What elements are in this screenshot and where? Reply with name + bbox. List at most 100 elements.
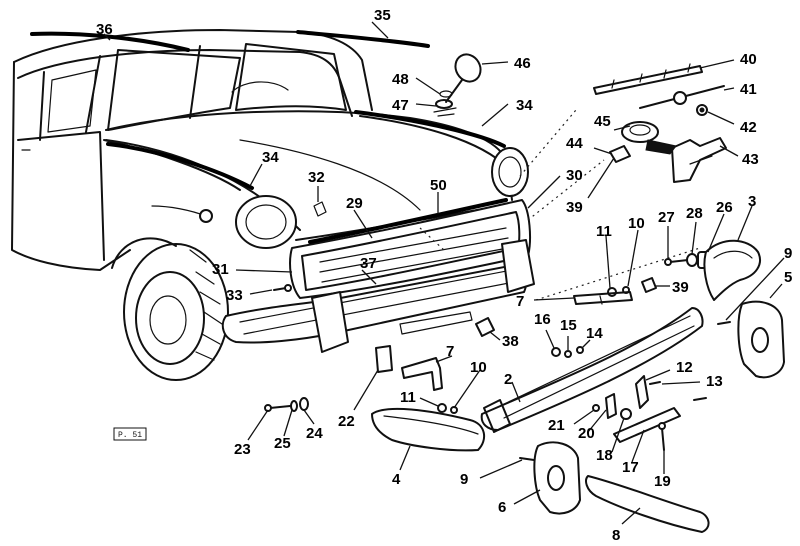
left-headlamp: [235, 195, 297, 249]
callout-3: 3: [748, 193, 756, 210]
callout-7-lower: 7: [446, 343, 454, 360]
tire-tread: [189, 249, 223, 361]
bumper-overrider-right: [501, 239, 535, 293]
callout-7-upper: 7: [516, 293, 524, 310]
leader-33: [249, 289, 273, 295]
callout-40: 40: [740, 51, 757, 68]
bumper-end-part-3: [703, 239, 761, 301]
leader-3: [737, 205, 753, 241]
screw-part-13-a: [649, 381, 661, 385]
grille-bars: [319, 227, 509, 283]
callout-13: 13: [706, 373, 723, 390]
callout-38: 38: [502, 333, 519, 350]
washer-part-14: [576, 346, 584, 354]
bumper-end-part-4: [371, 407, 486, 452]
callout-labels: 35 36 46 48 47 34 34 32 50 29 30 31 37 3…: [96, 7, 792, 544]
callout-12: 12: [676, 359, 693, 376]
callout-22: 22: [338, 413, 355, 430]
bolt-part-27: [669, 259, 689, 263]
callout-21: 21: [548, 417, 565, 434]
washer-part-28: [686, 253, 698, 267]
leader-7-upper: [533, 297, 575, 301]
bracket-41-boss: [673, 91, 687, 105]
screw-33-head: [284, 284, 292, 292]
pad-part-22: [375, 345, 393, 373]
mirror-base-part-47: [435, 99, 453, 109]
callout-11-lower: 11: [400, 389, 416, 406]
callout-14: 14: [586, 325, 603, 342]
callout-33: 33: [226, 287, 243, 304]
steering-wheel: [231, 81, 289, 93]
grille-top-strip-part-29: [308, 198, 508, 244]
screw-part-33: [273, 287, 287, 291]
callout-45: 45: [594, 113, 611, 130]
a-pillar-rear: [39, 71, 45, 141]
bumper-highlight: [239, 269, 515, 335]
front-door: [17, 131, 105, 261]
leader-39-upper: [587, 157, 615, 199]
front-bumper-on-car: [221, 239, 535, 353]
leader-22: [353, 369, 379, 411]
bolt-27-head: [664, 258, 672, 266]
leader-20: [587, 409, 607, 433]
bumper-guard-part-6: [533, 441, 581, 515]
leader-9-lower: [479, 459, 523, 479]
bracket-part-12: [635, 375, 649, 409]
nut-part-11-upper: [607, 287, 617, 297]
dotted-line-1: [519, 109, 577, 177]
leader-10-upper: [627, 229, 639, 287]
callout-27: 27: [658, 209, 675, 226]
screw-part-13-b: [693, 397, 707, 401]
callout-42: 42: [740, 119, 757, 136]
plate-part-17: [613, 407, 681, 443]
leader-48: [415, 77, 441, 95]
leader-25: [283, 409, 293, 437]
leader-28: [691, 221, 697, 255]
leader-34-left: [249, 163, 263, 187]
callout-32: 32: [308, 169, 325, 186]
horn-mount: [645, 139, 677, 155]
callout-31: 31: [212, 261, 229, 278]
leader-lines: [103, 21, 785, 525]
bumper-guard-6-emblem: [547, 465, 565, 491]
leader-26: [707, 213, 725, 253]
windshield-divider: [189, 45, 201, 119]
wheel-arch: [111, 237, 177, 269]
hood-center-line: [239, 139, 421, 211]
clip-part-39-lower: [641, 277, 657, 293]
callout-39-upper: 39: [566, 199, 583, 216]
mirror-head-part-46: [454, 53, 482, 83]
bracket-part-20: [605, 393, 617, 419]
leader-6: [513, 489, 541, 505]
leader-31: [235, 269, 293, 273]
callout-28: 28: [686, 205, 703, 222]
leader-11-upper: [605, 235, 611, 289]
leader-17: [631, 429, 645, 463]
callout-9-upper: 9: [784, 245, 792, 262]
callout-8: 8: [612, 527, 620, 544]
left-headlamp-lens: [245, 204, 287, 240]
washer-part-25: [290, 400, 298, 412]
callout-19: 19: [654, 473, 671, 490]
grille-opening: [301, 211, 521, 291]
horn-cap: [629, 124, 651, 136]
leader-21: [573, 409, 595, 425]
nut-part-16: [551, 347, 561, 357]
car-body: [11, 29, 529, 381]
bracket-43-detail: [689, 155, 713, 165]
body-side-outline: [11, 61, 131, 271]
callout-34-right: 34: [516, 97, 533, 114]
bumper-bracket-bottom: [399, 311, 473, 335]
callout-35: 35: [374, 7, 391, 24]
figure-stamp-box: [113, 427, 147, 441]
callout-16: 16: [534, 311, 551, 328]
bumper-guard-part-5: [737, 300, 785, 379]
leader-9-upper: [725, 257, 785, 321]
windshield-right: [235, 43, 347, 111]
assembly-lines: [419, 109, 701, 301]
leader-45: [613, 125, 631, 131]
fender-trim: [151, 205, 207, 217]
callout-24: 24: [306, 425, 323, 442]
leader-43: [719, 145, 739, 157]
